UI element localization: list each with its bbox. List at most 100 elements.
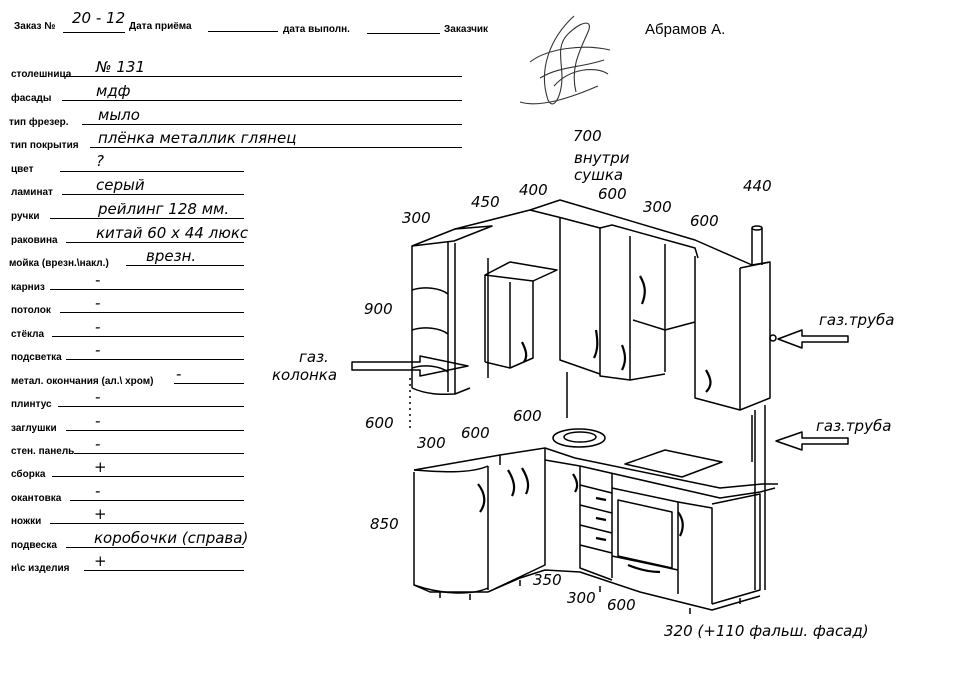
row-line-handles (50, 218, 244, 219)
dim-400: 400 (519, 181, 548, 199)
dim-350: 350 (533, 571, 562, 589)
dim-300-counter: 300 (417, 434, 446, 452)
row-label-hanging: подвеска (11, 540, 57, 551)
row-value-lighting: - (95, 341, 101, 359)
row-line-lighting (66, 359, 244, 360)
row-label-ceiling: потолок (11, 305, 51, 316)
row-label-handles: ручки (11, 211, 40, 222)
row-line-countertop (62, 76, 462, 77)
row-line-sink (66, 242, 244, 243)
row-line-milling (82, 124, 462, 125)
note-inside: внутри (574, 149, 630, 167)
row-value-cornice: - (95, 271, 101, 289)
row-label-milling: тип фрезер. (9, 117, 69, 128)
row-value-handles: рейлинг 128 мм. (98, 200, 230, 218)
row-value-sink-mount: врезн. (146, 247, 197, 265)
row-label-sink-mount: мойка (врезн.\накл.) (9, 258, 109, 269)
dim-600-bottom: 600 (607, 596, 636, 614)
row-label-countertop: столешница (11, 69, 72, 80)
row-line-assembly (52, 476, 244, 477)
dim-600-top-right: 600 (690, 212, 719, 230)
dim-300-top-right: 300 (643, 198, 672, 216)
row-value-wall-panel: - (95, 435, 101, 453)
row-label-laminate: ламинат (11, 187, 53, 198)
row-label-edging: окантовка (11, 493, 62, 504)
row-line-sink-mount (126, 265, 244, 266)
customer-label: Заказчик (444, 24, 489, 35)
row-line-edging (70, 500, 244, 501)
label-gas-pipe-lower: газ.труба (816, 417, 891, 435)
row-label-facades: фасады (11, 93, 52, 104)
dim-900: 900 (364, 300, 393, 318)
row-value-plinth: - (95, 388, 101, 406)
row-label-plinth: плинтус (11, 399, 52, 410)
row-value-glass: - (95, 318, 101, 336)
row-label-caps: заглушки (11, 423, 57, 434)
row-line-item-ns (84, 570, 244, 571)
row-label-sink: раковина (11, 235, 58, 246)
order-number-line (63, 32, 125, 33)
dim-700: 700 (573, 127, 602, 145)
row-value-hanging: коробочки (справа) (94, 529, 249, 547)
row-line-legs (50, 523, 244, 524)
customer-name: Абрамов А. (645, 21, 726, 38)
row-value-facades: мдф (96, 82, 131, 100)
dim-300-bottom: 300 (567, 589, 596, 607)
row-line-glass (52, 336, 244, 337)
row-line-caps (66, 430, 244, 431)
label-gas-pipe-upper: газ.труба (819, 311, 894, 329)
dim-600-mid-left: 600 (365, 414, 394, 432)
row-label-wall-panel: стен. панель (11, 446, 75, 457)
row-value-color: ? (96, 152, 104, 170)
row-value-legs: + (94, 505, 107, 523)
order-number-label: Заказ № (14, 21, 56, 32)
row-line-cornice (50, 289, 244, 290)
kitchen-lines (351, 199, 849, 614)
row-value-ceiling: - (95, 294, 101, 312)
row-label-cornice: карниз (11, 282, 45, 293)
label-gas-heater-2: колонка (272, 366, 337, 384)
row-label-legs: ножки (11, 516, 42, 527)
row-line-metal-ends (174, 383, 244, 384)
row-label-item-ns: н\с изделия (11, 563, 70, 574)
dim-600-counter-b: 600 (513, 407, 542, 425)
date-received-line (208, 31, 278, 32)
row-label-color: цвет (11, 164, 34, 175)
row-value-laminate: серый (96, 176, 145, 194)
note-dryer: сушка (574, 166, 623, 184)
date-received-label: Дата приёма (129, 21, 192, 32)
signature (519, 15, 611, 105)
row-value-metal-ends: - (176, 365, 182, 383)
row-line-coating (90, 147, 462, 148)
date-done-label: дата выполн. (283, 24, 350, 35)
row-label-glass: стёкла (11, 329, 45, 340)
dim-440: 440 (743, 177, 772, 195)
label-gas-heater-1: газ. (299, 348, 329, 366)
row-line-hanging (66, 547, 244, 548)
dim-850: 850 (370, 515, 399, 533)
order-number-value: 20 - 12 (72, 9, 126, 27)
row-line-ceiling (60, 312, 244, 313)
dim-600-counter-a: 600 (461, 424, 490, 442)
dim-450: 450 (471, 193, 500, 211)
row-value-assembly: + (94, 458, 107, 476)
row-value-edging: - (95, 482, 101, 500)
dim-300-left: 300 (402, 209, 431, 227)
row-value-countertop: № 131 (96, 58, 145, 76)
row-value-caps: - (95, 412, 101, 430)
row-line-facades (62, 100, 462, 101)
dim-600-top: 600 (598, 185, 627, 203)
row-value-item-ns: + (94, 552, 107, 570)
row-line-color (60, 171, 244, 172)
date-done-line (367, 33, 440, 34)
dim-320-note: 320 (+110 фальш. фасад) (664, 622, 869, 640)
row-line-plinth (58, 406, 244, 407)
row-label-lighting: подсветка (11, 352, 62, 363)
row-label-metal-ends: метал. окончания (ал.\ хром) (11, 376, 154, 387)
row-label-coating: тип покрытия (10, 140, 79, 151)
row-value-milling: мыло (98, 106, 140, 124)
row-value-coating: плёнка металлик глянец (98, 129, 297, 147)
row-label-assembly: сборка (11, 469, 46, 480)
row-line-wall-panel (74, 453, 244, 454)
